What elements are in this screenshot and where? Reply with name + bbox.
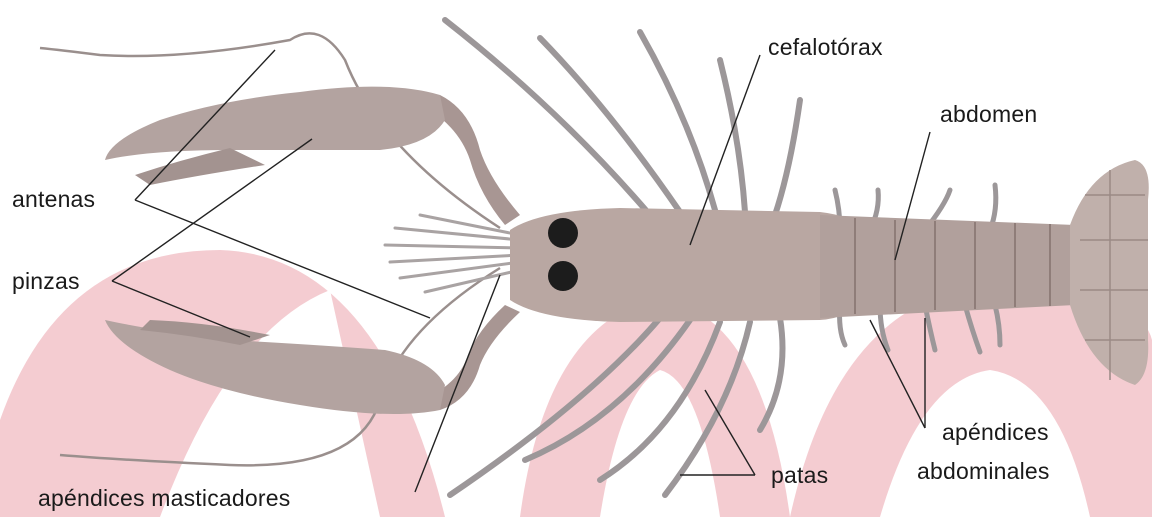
label-apendices-masticadores: apéndices masticadores bbox=[38, 487, 290, 510]
label-apendices-abdominales-line1: apéndices bbox=[942, 421, 1049, 444]
label-abdomen: abdomen bbox=[940, 103, 1037, 126]
label-patas: patas bbox=[771, 464, 828, 487]
label-cefalotorax: cefalotórax bbox=[768, 36, 883, 59]
upper-claw bbox=[105, 87, 520, 225]
label-antenas: antenas bbox=[12, 188, 95, 211]
label-pinzas: pinzas bbox=[12, 270, 80, 293]
label-apendices-abdominales-line2: abdominales bbox=[917, 460, 1050, 483]
